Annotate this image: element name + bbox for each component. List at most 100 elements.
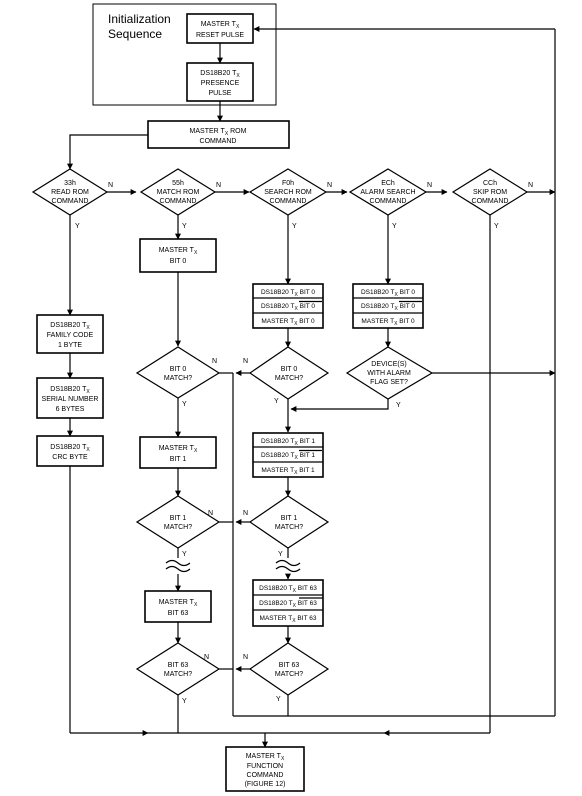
label-y-s-bit0: Y <box>274 398 279 405</box>
s63-row3: MASTER TX BIT 63 <box>260 615 317 624</box>
s-bit0-line2: MATCH? <box>275 375 303 382</box>
decision-match-bit1: BIT 1 MATCH? <box>135 495 221 549</box>
label-y-search: Y <box>292 223 297 230</box>
decision-match-bit63: BIT 63 MATCH? <box>135 642 221 696</box>
m-bit1-line2: MATCH? <box>164 524 192 531</box>
label-n-s-bit1: N <box>243 510 248 517</box>
alarm-bit0-stack: DS18B20 TX BIT 0 DS18B20 TX BIT 0 MASTER… <box>352 283 424 329</box>
s-bit63-line1: BIT 63 <box>279 662 300 669</box>
match-rom-line2: MATCH ROM <box>157 189 200 196</box>
reset-line2: RESET PULSE <box>196 32 244 39</box>
s-bit63-line2: MATCH? <box>275 671 303 678</box>
decision-search-bit1: BIT 1 MATCH? <box>248 495 330 549</box>
label-n-s-bit0: N <box>243 358 248 365</box>
label-y-alarm-flag: Y <box>396 402 401 409</box>
decision-search-bit63: BIT 63 MATCH? <box>248 642 330 696</box>
serial-line3: 6 BYTES <box>56 406 85 413</box>
read-rom-line2: READ ROM <box>51 189 89 196</box>
read-rom-line1: 33h <box>64 180 76 187</box>
presence-line3: PULSE <box>209 90 232 97</box>
s0-row1: DS18B20 TX BIT 0 <box>261 289 315 298</box>
skip-rom-line3: COMMAND <box>472 198 509 205</box>
init-title-line2: Sequence <box>108 27 162 41</box>
decision-match-bit0: BIT 0 MATCH? <box>135 346 221 399</box>
arrow-rom-command-to-read-rom <box>67 134 148 170</box>
match-tx-bit0-line2: BIT 0 <box>170 258 187 265</box>
family-line2: FAMILY CODE <box>47 332 94 339</box>
s0-row3: MASTER TX BIT 0 <box>261 318 315 327</box>
label-n-m-bit63: N <box>204 654 209 661</box>
match-tx-bit0-box <box>139 238 217 273</box>
crc-line2: CRC BYTE <box>52 454 88 461</box>
break-mark-match <box>165 559 191 573</box>
init-title-line1: Initialization <box>108 12 171 26</box>
presence-line1: DS18B20 TX <box>200 70 240 79</box>
search-rom-line3: COMMAND <box>270 198 307 205</box>
rom-command-line1: MASTER TX ROM <box>190 128 247 137</box>
match-tx-bit1-line1: MASTER TX <box>159 445 198 454</box>
m-bit63-line1: BIT 63 <box>168 662 189 669</box>
match-tx-bit1-box <box>139 436 217 469</box>
search-rom-line2: SEARCH ROM <box>264 189 312 196</box>
label-y-s-bit63: Y <box>276 696 281 703</box>
family-line3: 1 BYTE <box>58 342 82 349</box>
decision-read-rom: 33h READ ROM COMMAND <box>31 168 109 216</box>
match-rom-line3: COMMAND <box>160 198 197 205</box>
skip-rom-line2: SKIP ROM <box>473 189 507 196</box>
match-tx-bit63-line1: MASTER TX <box>159 599 198 608</box>
decision-search-bit0: BIT 0 MATCH? <box>248 346 330 400</box>
label-y-s-bit1: Y <box>278 551 283 558</box>
decision-alarm-search: ECh ALARM SEARCH COMMAND <box>348 168 428 216</box>
read-rom-line3: COMMAND <box>52 198 89 205</box>
label-n-alarm: N <box>427 182 432 189</box>
m-bit0-line2: MATCH? <box>164 375 192 382</box>
a0-row1: DS18B20 TX BIT 0 <box>361 289 415 298</box>
decision-skip-rom: CCh SKIP ROM COMMAND <box>451 168 529 216</box>
m-bit0-line1: BIT 0 <box>170 366 187 373</box>
function-line2: FUNCTION <box>247 763 283 770</box>
label-y-m-bit63: Y <box>182 698 187 705</box>
search-bit1-stack: DS18B20 TX BIT 1 DS18B20 TX BIT 1 MASTER… <box>252 432 324 478</box>
serial-line2: SERIAL NUMBER <box>42 396 99 403</box>
a0-row2: DS18B20 TX BIT 0 <box>361 303 415 312</box>
decision-alarm-flag: DEVICE(S) WITH ALARM FLAG SET? <box>345 346 434 400</box>
crc-byte-box <box>36 435 104 467</box>
label-y-read: Y <box>75 223 80 230</box>
s-bit1-line2: MATCH? <box>275 524 303 531</box>
connectors <box>67 26 556 748</box>
alarm-search-line3: COMMAND <box>370 198 407 205</box>
m-bit1-line1: BIT 1 <box>170 515 187 522</box>
rom-command-box <box>147 120 290 149</box>
family-line1: DS18B20 TX <box>50 322 90 331</box>
s-bit0-line1: BIT 0 <box>281 366 298 373</box>
label-n-m-bit0: N <box>212 358 217 365</box>
arrow-alarm-flag-yes <box>290 399 389 412</box>
reset-pulse-box <box>186 13 254 44</box>
alarm-flag-line2: WITH ALARM <box>367 370 411 377</box>
function-line1: MASTER TX <box>246 753 285 762</box>
break-mark-search <box>275 559 301 573</box>
serial-number-box <box>36 377 104 419</box>
search-bit0-stack: DS18B20 TX BIT 0 DS18B20 TX BIT 0 MASTER… <box>252 283 324 329</box>
presence-line2: PRESENCE <box>201 80 240 87</box>
family-code-box <box>36 314 104 354</box>
decision-match-rom: 55h MATCH ROM COMMAND <box>139 168 217 216</box>
label-n-match: N <box>216 182 221 189</box>
crc-line1: DS18B20 TX <box>50 444 90 453</box>
s1-row1: DS18B20 TX BIT 1 <box>261 438 315 447</box>
s1-row3: MASTER TX BIT 1 <box>261 467 315 476</box>
label-n-skip: N <box>528 182 533 189</box>
s0-row2: DS18B20 TX BIT 0 <box>261 303 315 312</box>
m-bit63-line2: MATCH? <box>164 671 192 678</box>
match-rom-line1: 55h <box>172 180 184 187</box>
match-tx-bit63-line2: BIT 63 <box>168 610 189 617</box>
label-y-skip: Y <box>494 223 499 230</box>
alarm-flag-line3: FLAG SET? <box>370 379 408 386</box>
label-n-m-bit1: N <box>208 510 213 517</box>
s-bit1-line1: BIT 1 <box>281 515 298 522</box>
s63-row1: DS18B20 TX BIT 63 <box>259 585 317 594</box>
alarm-flag-line1: DEVICE(S) <box>371 361 406 368</box>
label-y-alarm: Y <box>392 223 397 230</box>
function-line3: COMMAND <box>247 772 284 779</box>
